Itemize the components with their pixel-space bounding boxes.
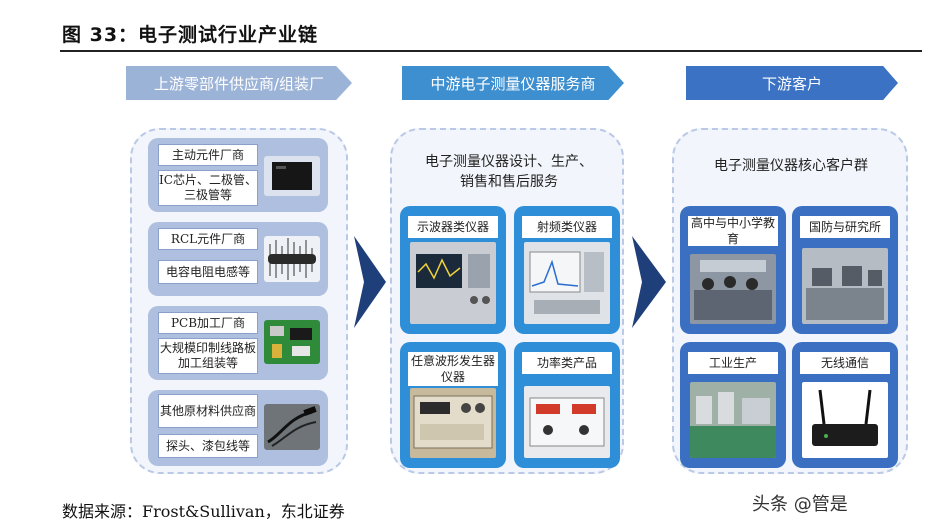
supplier-detail: IC芯片、二极管、三极管等	[158, 170, 258, 206]
supplier-label: 其他原材料供应商	[158, 394, 258, 428]
supplier-label: PCB加工厂商	[158, 312, 258, 334]
card-power-product: 功率类产品	[514, 342, 620, 468]
watermark: 头条 @管是	[752, 494, 848, 515]
resistor-icon	[264, 236, 320, 282]
card-label: 工业生产	[688, 352, 778, 374]
card-wireless-communication: 无线通信	[792, 342, 898, 468]
supplier-label: RCL元件厂商	[158, 228, 258, 250]
downstream-heading: 电子测量仪器核心客户群	[714, 158, 868, 174]
pcb-board-icon	[264, 320, 320, 364]
data-source: 数据来源：Frost&Sullivan，东北证券	[62, 502, 345, 521]
card-label: 示波器类仪器	[408, 216, 498, 238]
supplier-label: 主动元件厂商	[158, 144, 258, 166]
card-label: 功率类产品	[522, 352, 612, 374]
flow-arrow-icon	[632, 236, 666, 328]
flow-arrow-icon	[354, 236, 386, 328]
supplier-detail: 探头、漆包线等	[158, 434, 258, 458]
card-label: 射频类仪器	[522, 216, 612, 238]
supplier-other-materials: 其他原材料供应商 探头、漆包线等	[148, 390, 328, 466]
supplier-detail: 电容电阻电感等	[158, 260, 258, 284]
midstream-heading: 电子测量仪器设计、生产、销售和售后服务	[425, 154, 593, 190]
factory-floor-icon	[690, 382, 776, 458]
card-oscilloscope: 示波器类仪器	[400, 206, 506, 334]
card-industrial-production: 工业生产	[680, 342, 786, 468]
card-label: 国防与研究所	[800, 216, 890, 238]
supplier-detail: 大规模印制线路板加工组装等	[158, 338, 258, 374]
card-label: 任意波形发生器仪器	[408, 352, 498, 386]
supplier-pcb-processing: PCB加工厂商 大规模印制线路板加工组装等	[148, 306, 328, 380]
stage-downstream-banner: 下游客户	[686, 66, 898, 100]
title-divider	[60, 50, 922, 52]
stage-midstream-banner: 中游电子测量仪器服务商	[402, 66, 624, 100]
supplier-active-components: 主动元件厂商 IC芯片、二极管、三极管等	[148, 138, 328, 212]
router-icon	[802, 382, 888, 458]
card-education: 高中与中小学教育	[680, 206, 786, 334]
classroom-icon	[690, 254, 776, 324]
figure-title: 图 33：电子测试行业产业链	[62, 24, 319, 46]
spectrum-analyzer-icon	[524, 242, 610, 324]
card-label: 高中与中小学教育	[688, 216, 778, 246]
power-supply-icon	[524, 386, 610, 458]
card-rf-instrument: 射频类仪器	[514, 206, 620, 334]
oscilloscope-icon	[410, 242, 496, 324]
card-label: 无线通信	[800, 352, 890, 374]
laboratory-icon	[802, 248, 888, 324]
supplier-rcl-components: RCL元件厂商 电容电阻电感等	[148, 222, 328, 296]
card-waveform-generator: 任意波形发生器仪器	[400, 342, 506, 468]
stage-upstream-banner: 上游零部件供应商/组装厂	[126, 66, 352, 100]
probe-cable-icon	[264, 404, 320, 450]
signal-generator-icon	[410, 388, 496, 458]
ic-chip-icon	[264, 156, 320, 196]
card-defense-research: 国防与研究所	[792, 206, 898, 334]
